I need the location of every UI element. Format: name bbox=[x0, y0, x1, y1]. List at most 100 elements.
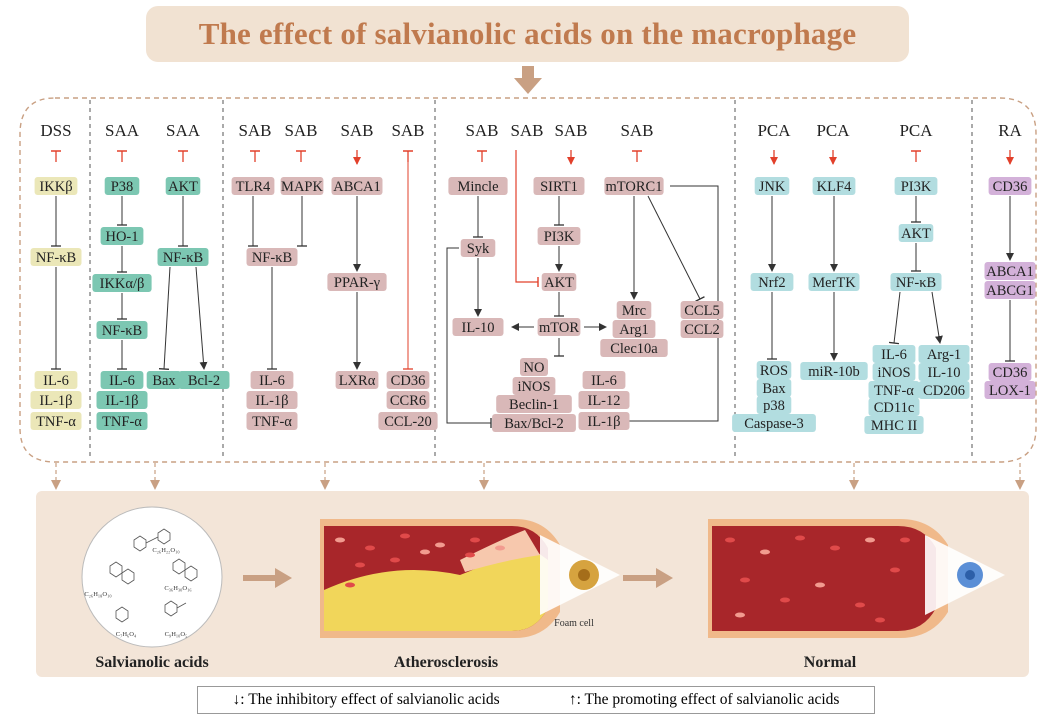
node-label: miR-10b bbox=[808, 364, 860, 380]
node-ra-0: CD36 bbox=[988, 177, 1032, 195]
formula-label: C₃₆H₃₀O₁₆ bbox=[164, 585, 191, 592]
formula-label: C₇H₆O₄ bbox=[116, 631, 137, 638]
node-sab_tlr4-0: TLR4 bbox=[231, 177, 275, 195]
e-pi3k-3 bbox=[893, 291, 901, 344]
node-label: Clec10a bbox=[610, 341, 658, 357]
blood-cell bbox=[345, 582, 355, 588]
node-pca_pi3k-5: TNF-α bbox=[868, 381, 920, 399]
node-pca_jnk-4: p38 bbox=[756, 396, 792, 414]
node-label: IL-12 bbox=[587, 393, 620, 409]
node-pca_klf4-2: miR-10b bbox=[800, 362, 868, 380]
header-sab_mapk: SAB bbox=[284, 121, 317, 140]
node-pca_pi3k-4: iNOS bbox=[872, 363, 916, 381]
node-label: SIRT1 bbox=[540, 179, 578, 195]
node-label: IL-1β bbox=[39, 393, 72, 409]
node-label: TNF-α bbox=[36, 414, 76, 430]
e-mtorc1-2-bar bbox=[695, 296, 705, 302]
node-label: IL-6 bbox=[259, 373, 285, 389]
blood-cell bbox=[815, 582, 825, 588]
node-pca_pi3k-8: Arg-1 bbox=[918, 345, 970, 363]
top-dashed-panel bbox=[19, 97, 1037, 463]
header-sab_sirt1: SAB bbox=[554, 121, 587, 140]
node-sab_mtorc1-0: mTORC1 bbox=[604, 177, 664, 195]
node-label: IKKα/β bbox=[100, 276, 145, 292]
blood-cell bbox=[420, 549, 430, 555]
header-sab_cd36: SAB bbox=[391, 121, 424, 140]
node-sab_sirt1-5: Beclin-1 bbox=[496, 395, 572, 413]
node-label: NF-κB bbox=[36, 250, 76, 266]
formula-label: C₂₆H₁₈O₁₀ bbox=[84, 591, 111, 598]
node-sab_sirt1-4: iNOS bbox=[512, 377, 556, 395]
node-label: MHC II bbox=[871, 418, 917, 434]
node-saa2-1: NF-κB bbox=[157, 248, 209, 266]
e-pi3k-3-bar bbox=[888, 341, 900, 345]
node-dss-1: NF-κB bbox=[30, 248, 82, 266]
node-label: LOX-1 bbox=[989, 383, 1031, 399]
node-saa1-4: IL-6 bbox=[100, 371, 144, 389]
node-sab_mtorc1-1: Mrc bbox=[616, 301, 652, 319]
header-sab_mtorc1: SAB bbox=[620, 121, 653, 140]
e-sabakt-1 bbox=[515, 150, 538, 283]
column-separators bbox=[89, 100, 973, 460]
blood-cell bbox=[760, 549, 770, 555]
node-sab_mtorc1-6: IL-6 bbox=[582, 371, 626, 389]
node-label: TNF-α bbox=[874, 383, 914, 399]
header-pca_klf4: PCA bbox=[816, 121, 850, 140]
node-saa1-2: IKKα/β bbox=[92, 274, 152, 292]
node-label: MerTK bbox=[812, 275, 856, 291]
header-ra: RA bbox=[998, 121, 1022, 140]
node-label: Bcl-2 bbox=[188, 373, 220, 389]
node-pca_jnk-1: Nrf2 bbox=[750, 273, 794, 291]
node-label: PI3K bbox=[901, 179, 932, 195]
node-label: Bax bbox=[152, 373, 176, 389]
node-label: Mincle bbox=[457, 179, 498, 195]
node-label: NF-κB bbox=[896, 275, 936, 291]
node-label: CD36 bbox=[391, 373, 426, 389]
label-atherosclerosis: Atherosclerosis bbox=[394, 654, 498, 671]
node-sab_sirt1-6: Bax/Bcl-2 bbox=[492, 414, 576, 432]
node-sab_cd36-0: CD36 bbox=[386, 371, 430, 389]
node-label: AKT bbox=[168, 179, 198, 195]
panel-connectors bbox=[51, 463, 1025, 490]
node-sab_tlr4-1: NF-κB bbox=[246, 248, 298, 266]
node-sab_mincle-1: Syk bbox=[460, 239, 496, 257]
node-label: mTOR bbox=[539, 320, 579, 336]
node-pca_pi3k-6: CD11c bbox=[868, 398, 920, 416]
node-pca_jnk-2: ROS bbox=[756, 361, 792, 379]
node-label: AKT bbox=[544, 275, 574, 291]
node-label: TLR4 bbox=[236, 179, 271, 195]
node-label: PPAR-γ bbox=[334, 275, 381, 291]
blood-cell bbox=[470, 537, 480, 543]
node-pca_pi3k-3: IL-6 bbox=[872, 345, 916, 363]
node-label: IL-1β bbox=[105, 393, 138, 409]
node-label: Nrf2 bbox=[758, 275, 785, 291]
e-pi3k-4 bbox=[931, 291, 943, 344]
node-pca_klf4-1: MerTK bbox=[808, 273, 860, 291]
node-label: CCL-20 bbox=[384, 414, 432, 430]
node-pca_pi3k-1: AKT bbox=[898, 224, 934, 242]
node-label: P38 bbox=[111, 179, 134, 195]
node-saa1-6: TNF-α bbox=[96, 412, 148, 430]
node-sab_mtorc1-8: IL-1β bbox=[578, 412, 630, 430]
node-label: NF-κB bbox=[163, 250, 203, 266]
node-label: CD206 bbox=[923, 383, 965, 399]
blood-cell bbox=[335, 537, 345, 543]
node-label: Bax bbox=[762, 381, 786, 397]
node-label: ABCA1 bbox=[986, 264, 1034, 280]
pathway-nodes: IKKβNF-κBIL-6IL-1βTNF-αP38HO-1IKKα/βNF-κ… bbox=[30, 177, 1036, 434]
node-label: Caspase-3 bbox=[744, 416, 804, 432]
node-label: iNOS bbox=[517, 379, 550, 395]
legend-promote: ↑: The promoting effect of salvianolic a… bbox=[568, 691, 840, 708]
node-saa2-3: Bcl-2 bbox=[178, 371, 230, 389]
node-pca_jnk-5: Caspase-3 bbox=[732, 414, 816, 432]
node-sab_mtorc1-2: Arg1 bbox=[612, 320, 656, 338]
node-pca_pi3k-2: NF-κB bbox=[890, 273, 942, 291]
node-saa1-5: IL-1β bbox=[96, 391, 148, 409]
node-pca_pi3k-0: PI3K bbox=[894, 177, 938, 195]
node-label: HO-1 bbox=[105, 229, 138, 245]
node-ra-4: LOX-1 bbox=[984, 381, 1036, 399]
formula-label: C₂₆H₂₂O₁₀ bbox=[152, 547, 179, 554]
node-sab_abca1-0: ABCA1 bbox=[331, 177, 383, 195]
